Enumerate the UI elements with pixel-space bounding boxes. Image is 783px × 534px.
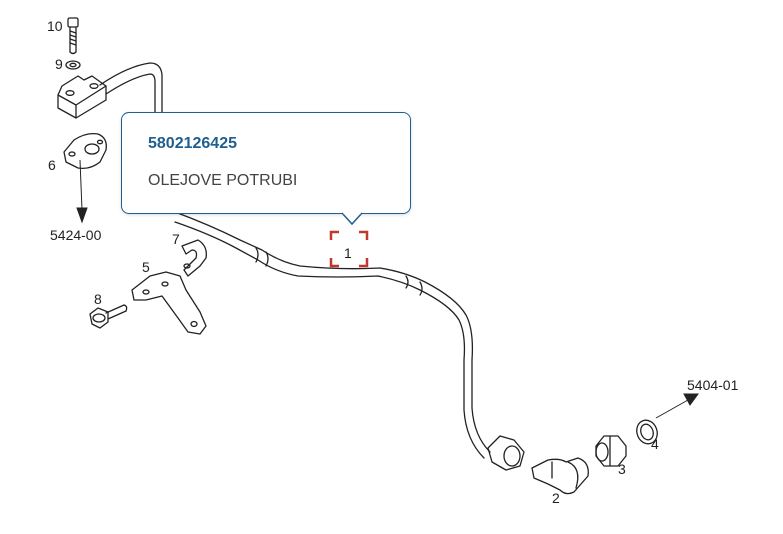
callout-5: 5 bbox=[142, 259, 150, 275]
ref-5424-00[interactable]: 5424-00 bbox=[50, 227, 102, 243]
part-9-washer[interactable] bbox=[65, 60, 81, 70]
pipe-flange-block[interactable] bbox=[57, 75, 107, 119]
callout-8: 8 bbox=[94, 291, 102, 307]
part-10-bolt[interactable] bbox=[67, 17, 79, 55]
part-2-elbow[interactable] bbox=[531, 457, 589, 495]
part-tooltip: 5802126425 OLEJOVE POTRUBI bbox=[121, 112, 411, 214]
callout-2: 2 bbox=[552, 490, 560, 506]
pipe-upper-section bbox=[99, 62, 163, 113]
part-7-clamp[interactable] bbox=[181, 239, 207, 277]
tooltip-description: OLEJOVE POTRUBI bbox=[148, 172, 298, 189]
part-4-seal-ring[interactable] bbox=[633, 417, 660, 446]
callout-1: 1 bbox=[344, 245, 352, 261]
part-6-gasket[interactable] bbox=[63, 132, 107, 170]
leader-lines bbox=[76, 159, 699, 419]
part-8-flange-bolt[interactable] bbox=[89, 304, 128, 329]
ref-5404-01[interactable]: 5404-01 bbox=[687, 377, 739, 393]
callout-7: 7 bbox=[172, 231, 180, 247]
callout-4: 4 bbox=[651, 436, 659, 452]
tooltip-part-number[interactable]: 5802126425 bbox=[148, 135, 237, 152]
callout-10: 10 bbox=[47, 18, 63, 34]
tooltip-pointer bbox=[342, 212, 362, 226]
part-1-oil-pipe[interactable] bbox=[174, 211, 525, 471]
part-1-highlight[interactable] bbox=[329, 230, 369, 268]
callout-9: 9 bbox=[55, 56, 63, 72]
part-5-bracket[interactable] bbox=[131, 271, 207, 335]
callout-6: 6 bbox=[48, 157, 56, 173]
part-3-union[interactable] bbox=[595, 435, 627, 467]
callout-3: 3 bbox=[618, 461, 626, 477]
